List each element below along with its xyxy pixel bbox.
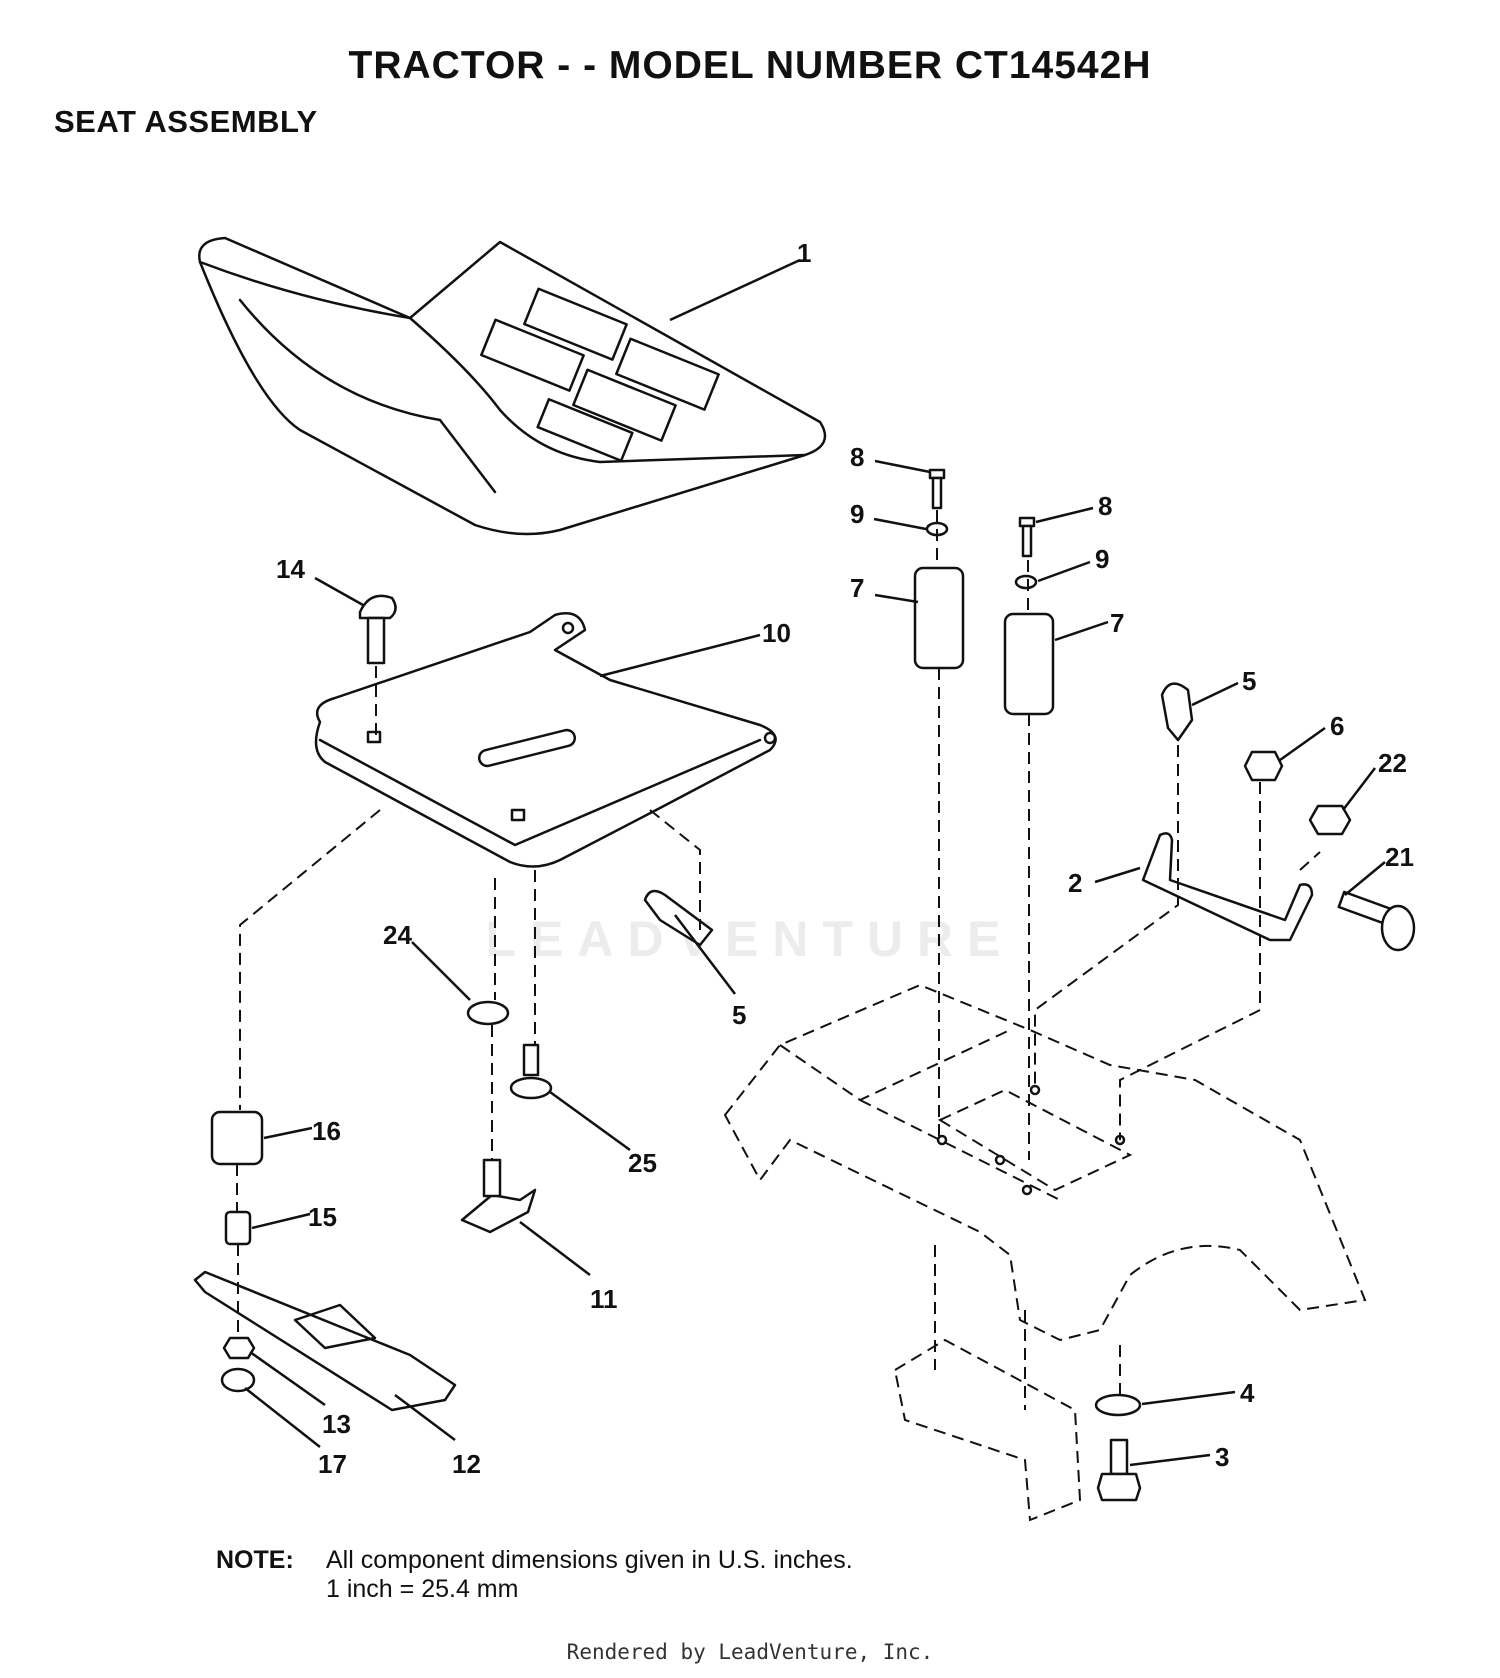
part-clip-upper — [1160, 682, 1194, 742]
callout-13: 13 — [322, 1409, 351, 1439]
callout-3: 3 — [1215, 1442, 1229, 1472]
callout-5-lower: 5 — [732, 1000, 746, 1030]
callout-12: 12 — [452, 1449, 481, 1479]
part-knob — [460, 1158, 537, 1234]
assembly-subtitle: SEAT ASSEMBLY — [54, 104, 318, 139]
part-washer — [466, 1000, 510, 1026]
callout-2: 2 — [1068, 868, 1082, 898]
note-label: NOTE: — [216, 1546, 294, 1574]
render-credit: Rendered by LeadVenture, Inc. — [566, 1640, 934, 1664]
callout-15: 15 — [308, 1202, 337, 1232]
part-shoulder-bolt — [1337, 890, 1416, 952]
part-washer-large — [1094, 1393, 1142, 1417]
part-spring-small — [210, 1110, 264, 1166]
callout-8-left: 8 — [850, 442, 864, 472]
callout-11: 11 — [590, 1284, 618, 1314]
part-nut-flange — [220, 1367, 256, 1393]
callout-21: 21 — [1385, 842, 1414, 872]
part-spring-right — [1003, 612, 1055, 716]
part-slide-rail — [193, 1270, 457, 1412]
callout-9-right: 9 — [1095, 544, 1109, 574]
callout-1: 1 — [797, 238, 811, 268]
callout-9-left: 9 — [850, 499, 864, 529]
callout-5-upper: 5 — [1242, 666, 1256, 696]
callout-7-left: 7 — [850, 573, 864, 603]
part-nut-small — [222, 1336, 256, 1360]
part-lock-nut — [1243, 750, 1284, 782]
callout-14: 14 — [276, 554, 305, 584]
callout-10: 10 — [762, 618, 791, 648]
callout-24: 24 — [383, 920, 412, 950]
note-line-1: All component dimensions given in U.S. i… — [326, 1546, 853, 1574]
part-seat-bracket — [1141, 832, 1314, 942]
callout-8-right: 8 — [1098, 491, 1112, 521]
callout-17: 17 — [318, 1449, 347, 1479]
callout-25: 25 — [628, 1148, 657, 1178]
assembly-lines — [236, 510, 1321, 1410]
dimension-note: NOTE: All component dimensions given in U… — [216, 1546, 853, 1604]
tractor-frame-outline — [723, 983, 1367, 1522]
part-spacer — [224, 1210, 252, 1246]
callout-22: 22 — [1378, 748, 1407, 778]
callout-16: 16 — [312, 1116, 341, 1146]
part-spring-left — [913, 566, 965, 670]
part-hex-bolt — [1096, 1438, 1142, 1502]
callout-4: 4 — [1240, 1378, 1255, 1408]
note-line-2: 1 inch = 25.4 mm — [326, 1575, 519, 1603]
part-seat-pan — [314, 612, 777, 868]
callout-7-right: 7 — [1110, 608, 1124, 638]
part-spring-bolt-left — [925, 468, 949, 537]
part-carriage-bolt — [358, 594, 397, 665]
page-title: TRACTOR - - MODEL NUMBER CT14542H — [348, 44, 1152, 87]
part-shoulder-screw — [509, 1043, 553, 1100]
part-seat — [198, 236, 827, 536]
callout-leaders — [244, 258, 1386, 1467]
part-hex-nut — [1308, 804, 1352, 836]
part-spring-bolt-right — [1014, 516, 1038, 590]
watermark-text: LEADVENTURE — [485, 911, 1015, 967]
callout-6: 6 — [1330, 711, 1344, 741]
